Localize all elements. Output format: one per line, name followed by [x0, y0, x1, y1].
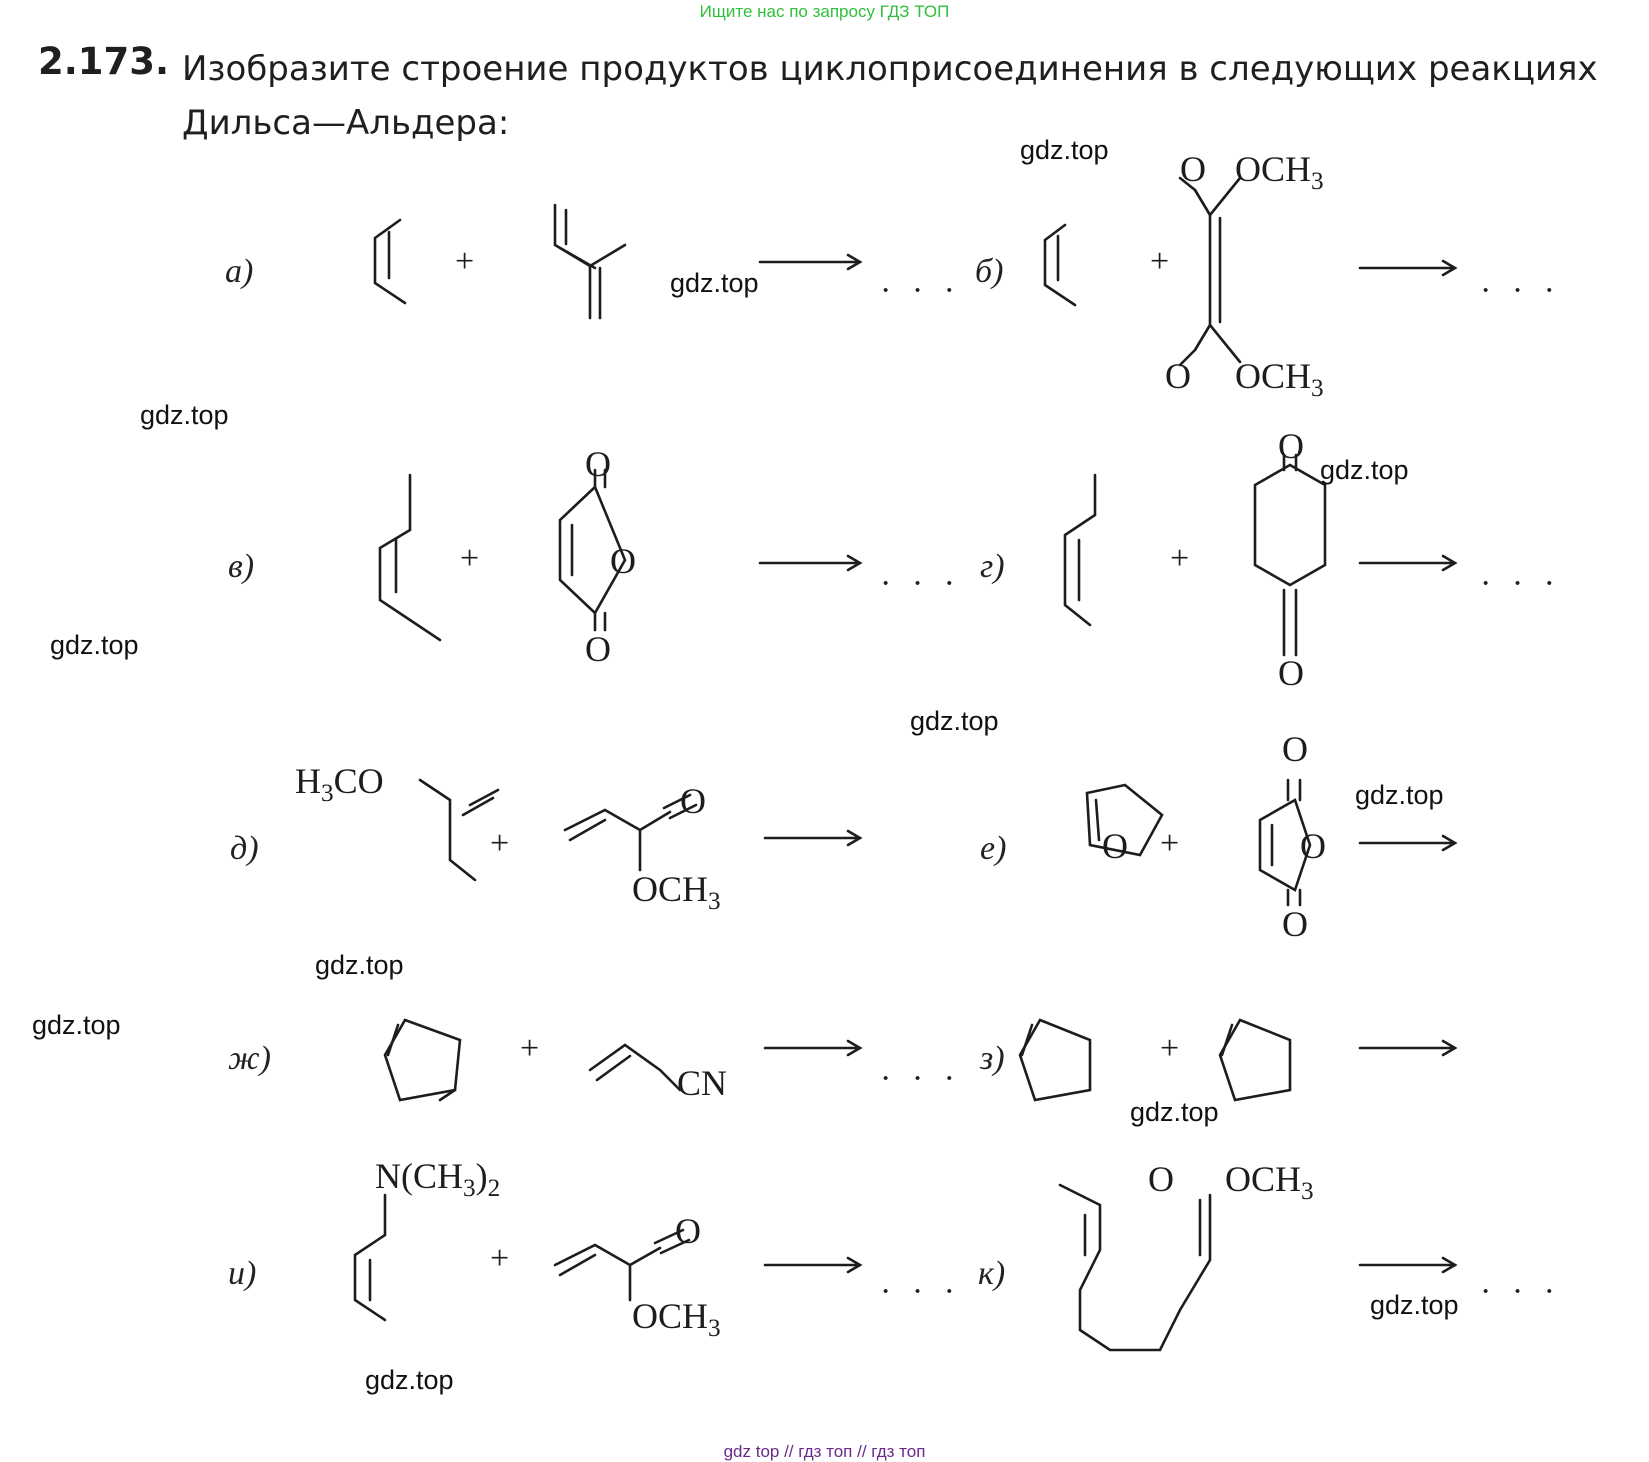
plus-sign: + — [490, 825, 510, 862]
reaction-label-i: и) — [228, 1255, 257, 1292]
diene-a-icon — [373, 218, 407, 305]
plus-sign: + — [1160, 825, 1180, 862]
reaction-label-b: б) — [975, 253, 1004, 290]
watermark: gdz.top — [50, 630, 139, 660]
group-b-o-top: O — [1180, 149, 1206, 189]
watermark: gdz.top — [1320, 455, 1409, 485]
ellipsis-k: · · · — [1480, 1273, 1561, 1310]
group-d-o: O — [680, 781, 706, 821]
plus-sign: + — [460, 540, 480, 577]
group-v-o-bottom: O — [585, 629, 611, 669]
plus-sign: + — [520, 1030, 540, 1067]
group-b-o-bottom: O — [1165, 356, 1191, 396]
group-v-o-ring: O — [610, 541, 636, 581]
watermark: gdz.top — [365, 1365, 454, 1395]
reaction-label-a: а) — [225, 253, 254, 290]
watermark: gdz.top — [670, 268, 759, 298]
group-v-o-top: O — [585, 444, 611, 484]
problem-text: Изобразите строение продуктов циклоприсо… — [182, 49, 1598, 143]
reaction-label-z: з) — [980, 1040, 1005, 1077]
plus-sign: + — [1170, 540, 1190, 577]
group-i-o: O — [675, 1211, 701, 1251]
footer-links[interactable]: gdz top // гдз топ // гдз топ — [723, 1442, 926, 1461]
group-e-o-furan: O — [1102, 826, 1128, 866]
group-k-o: O — [1148, 1159, 1174, 1199]
ellipsis-v: · · · — [880, 565, 961, 602]
reaction-label-g: г) — [980, 548, 1005, 585]
plus-sign: + — [1150, 243, 1170, 280]
ellipsis-i: · · · — [880, 1273, 961, 1310]
watermark: gdz.top — [140, 400, 229, 430]
watermark: gdz.top — [315, 950, 404, 980]
group-b-och3-top: OCH3 — [1235, 149, 1324, 196]
watermark: gdz.top — [32, 1010, 121, 1040]
ellipsis-zh: · · · — [880, 1060, 961, 1097]
watermark: gdz.top — [1355, 780, 1444, 810]
group-e-o-bottom: O — [1282, 904, 1308, 944]
group-g-o-bottom: O — [1278, 653, 1304, 693]
group-g-o-top: O — [1278, 426, 1304, 466]
group-i-och3: OCH3 — [632, 1296, 721, 1343]
watermark: gdz.top — [910, 706, 999, 736]
reaction-label-v: в) — [228, 548, 255, 585]
group-e-o-ring: O — [1300, 826, 1326, 866]
watermark: gdz.top — [1020, 135, 1109, 165]
reaction-label-k: к) — [978, 1255, 1006, 1292]
ellipsis-a: · · · — [880, 272, 961, 309]
watermark: gdz.top — [1370, 1290, 1459, 1320]
reaction-label-e: е) — [980, 830, 1007, 867]
watermark: gdz.top — [1130, 1097, 1219, 1127]
group-e-o-top: O — [1282, 729, 1308, 769]
reaction-label-d: д) — [230, 830, 259, 867]
group-d-och3: OCH3 — [632, 869, 721, 916]
problem-number: 2.173. — [38, 40, 170, 83]
group-b-och3-bottom: OCH3 — [1235, 356, 1324, 403]
ellipsis-b: · · · — [1480, 272, 1561, 309]
plus-sign: + — [455, 243, 475, 280]
group-i-nme2: N(CH3)2 — [375, 1156, 501, 1203]
ellipsis-g: · · · — [1480, 565, 1561, 602]
plus-sign: + — [1160, 1030, 1180, 1067]
plus-sign: + — [490, 1240, 510, 1277]
reaction-label-zh: ж) — [228, 1040, 271, 1077]
top-banner[interactable]: Ищите нас по запросу ГДЗ ТОП — [699, 2, 950, 21]
group-d-h3co: H3CO — [295, 761, 384, 808]
group-zh-cn: CN — [677, 1063, 728, 1103]
group-k-och3: OCH3 — [1225, 1159, 1314, 1206]
